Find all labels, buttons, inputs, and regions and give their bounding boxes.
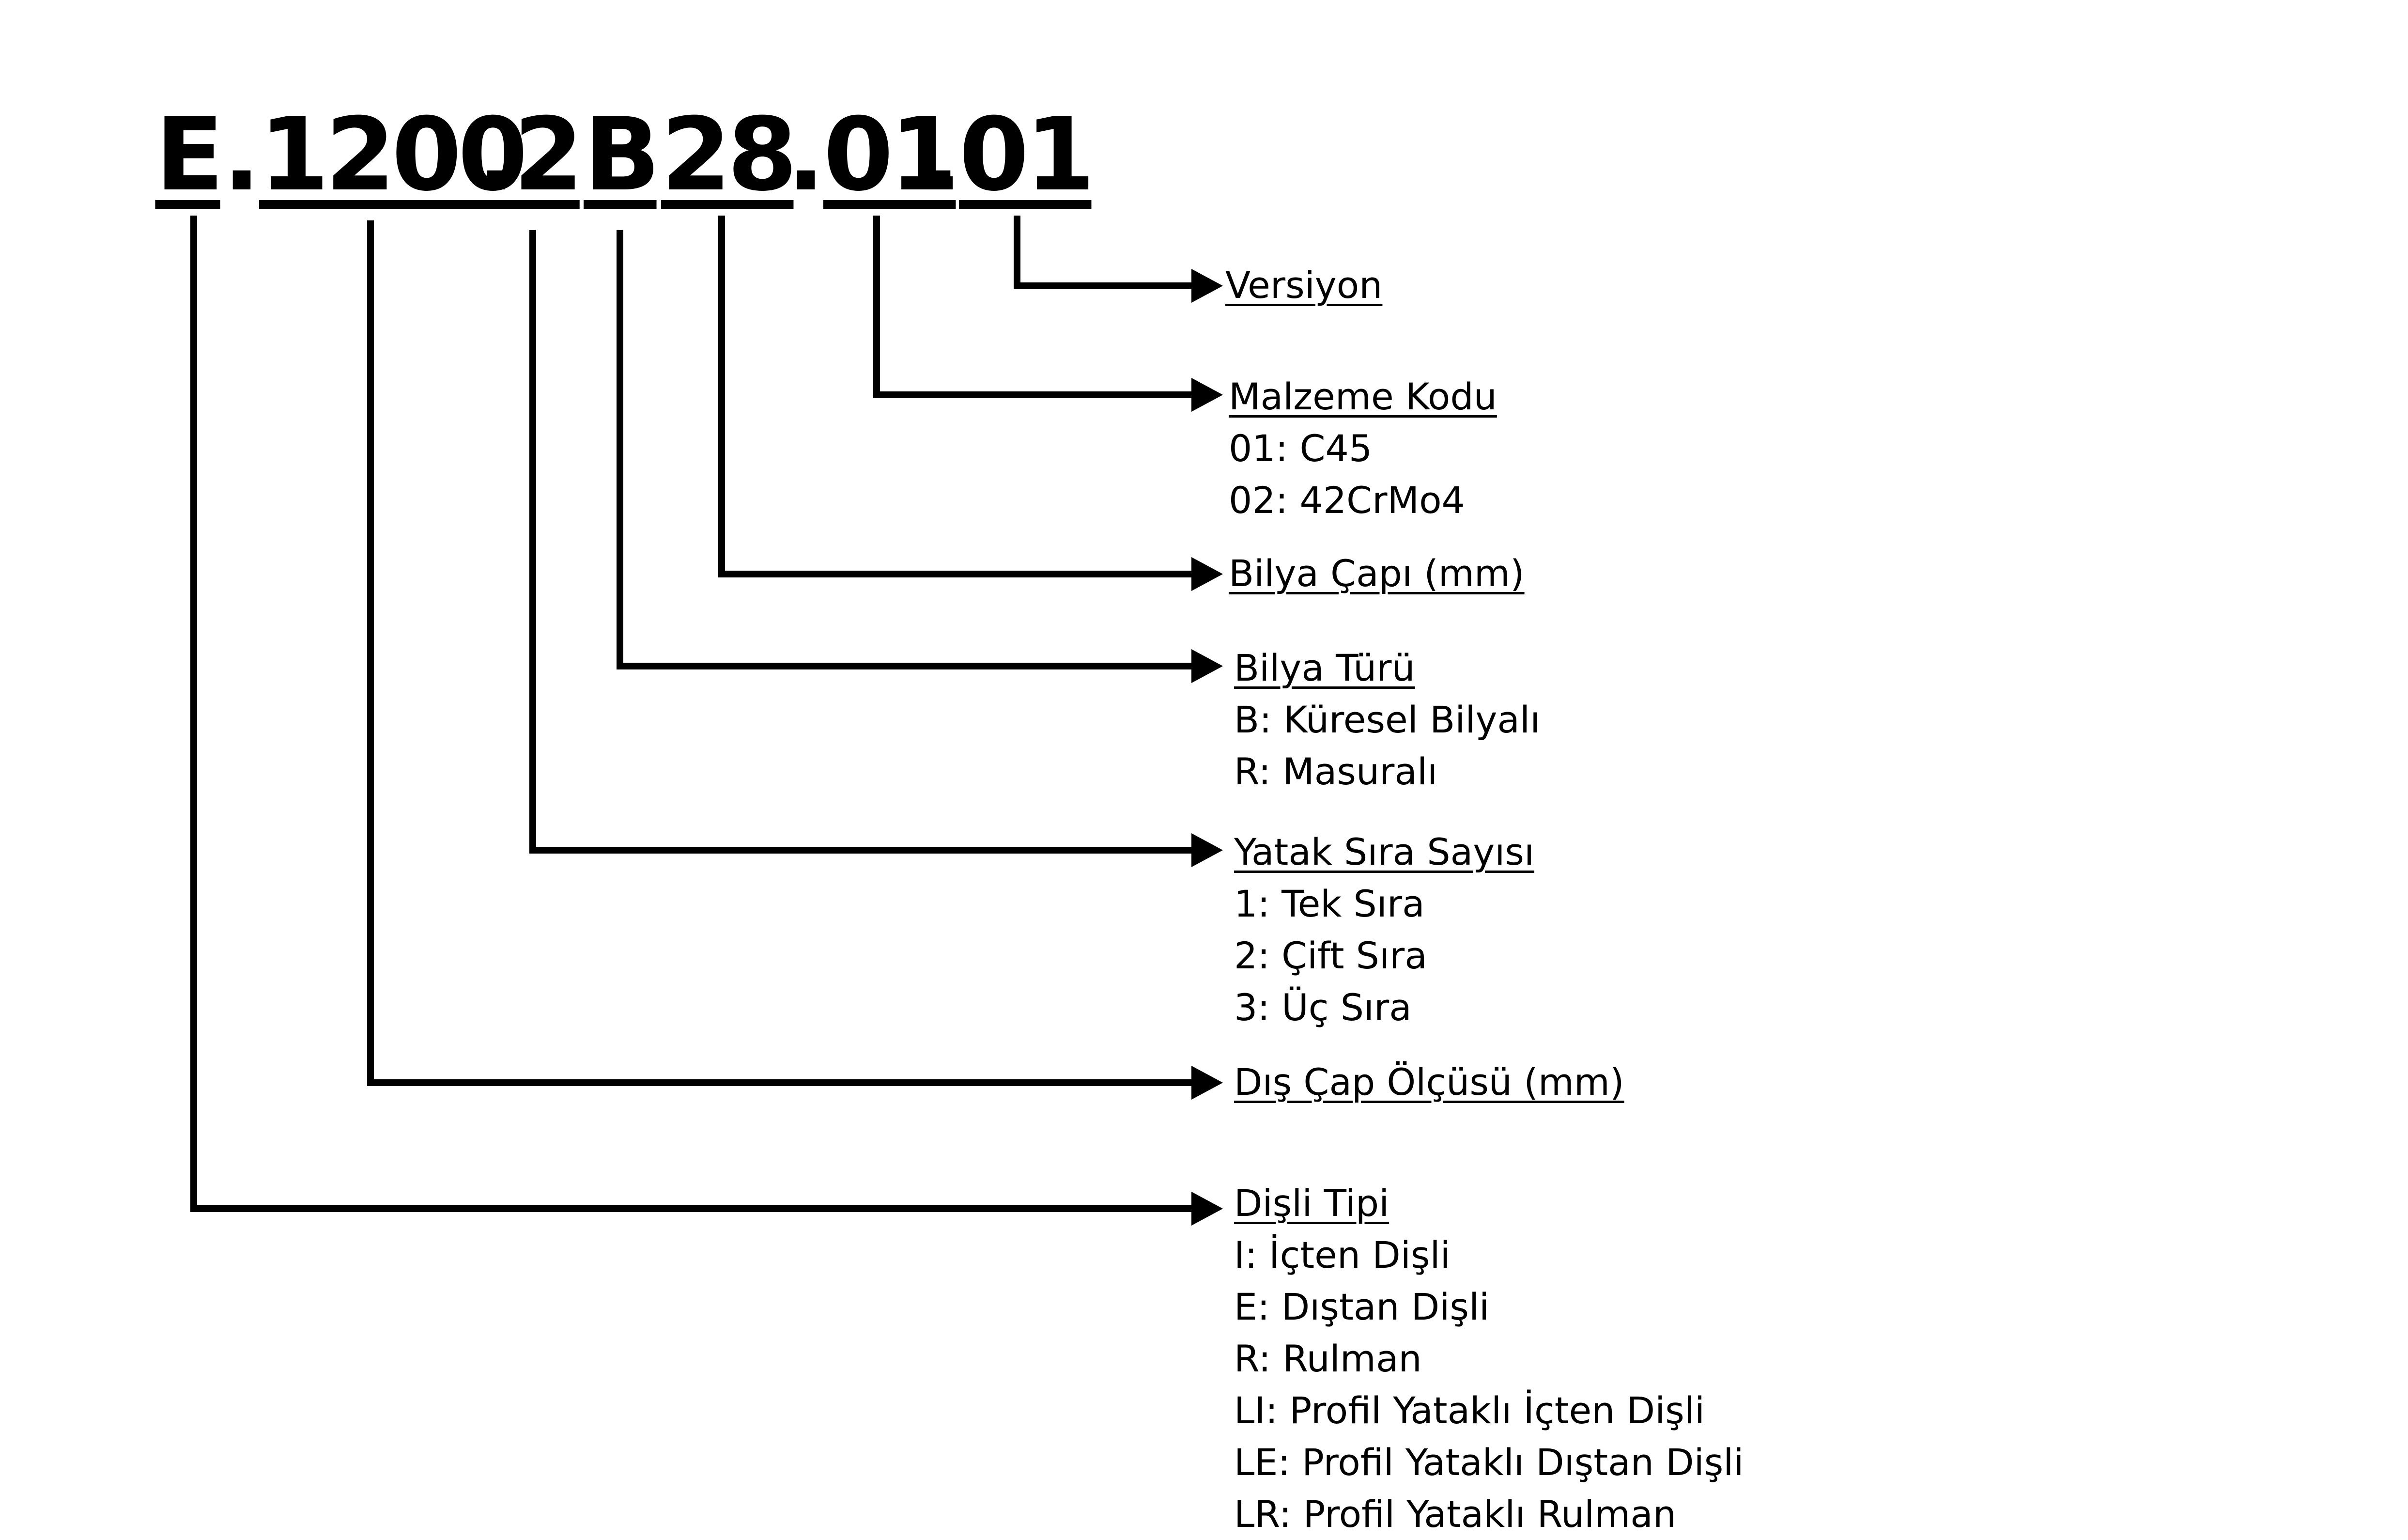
label-option: 2: Çift Sıra	[1234, 934, 1427, 977]
label-option: LE: Profil Yataklı Dıştan Dişli	[1234, 1441, 1744, 1484]
label-option: 1: Tek Sıra	[1234, 882, 1425, 925]
label-row-count: Yatak Sıra Sayısı 1: Tek Sıra 2: Çift Sı…	[1234, 826, 1534, 1033]
code-segment-row-count: 2	[513, 96, 584, 214]
code-segment-ball-type: B	[584, 96, 661, 214]
label-ball-diameter: Bilya Çapı (mm)	[1229, 547, 1525, 599]
label-option: E: Dıştan Dişli	[1234, 1285, 1490, 1328]
label-version: Versiyon	[1225, 259, 1382, 311]
label-option: LI: Profil Yataklı İçten Dişli	[1234, 1389, 1705, 1432]
connector-version	[1014, 216, 1199, 289]
label-title: Malzeme Kodu	[1229, 375, 1497, 418]
code-separator: .	[477, 96, 515, 214]
code-separator: .	[222, 96, 261, 214]
connector-material	[873, 216, 1199, 398]
connector-ball-type	[617, 230, 1199, 669]
label-outer-diameter: Dış Çap Ölçüsü (mm)	[1234, 1056, 1624, 1108]
arrowhead-ball-diameter	[1191, 557, 1223, 591]
label-option: R: Masuralı	[1234, 750, 1438, 793]
arrowhead-ball-type	[1191, 649, 1223, 683]
arrowhead-diameter	[1191, 1066, 1223, 1100]
code-segment-ball-diameter: 28	[661, 96, 797, 214]
label-option: B: Küresel Bilyalı	[1234, 698, 1541, 741]
label-option: 02: 42CrMo4	[1229, 479, 1465, 522]
connector-diameter	[367, 220, 1199, 1086]
label-material-code: Malzeme Kodu 01: C45 02: 42CrMo4	[1229, 371, 1497, 526]
connector-ball-diameter	[718, 216, 1199, 577]
label-title: Versiyon	[1225, 264, 1383, 307]
code-separator: .	[922, 96, 960, 214]
arrowhead-row-count	[1191, 833, 1223, 867]
label-option: 01: C45	[1229, 427, 1373, 470]
label-title: Bilya Çapı (mm)	[1229, 552, 1525, 595]
label-title: Dişli Tipi	[1234, 1182, 1389, 1225]
arrowhead-type	[1191, 1192, 1223, 1226]
code-separator: .	[787, 96, 825, 214]
connector-type	[190, 216, 1199, 1212]
label-title: Dış Çap Ölçüsü (mm)	[1234, 1060, 1624, 1104]
label-ball-type: Bilya Türü B: Küresel Bilyalı R: Masural…	[1234, 642, 1540, 797]
label-title: Bilya Türü	[1234, 646, 1415, 689]
label-option: I: İçten Dişli	[1234, 1233, 1451, 1276]
arrowhead-version	[1191, 269, 1223, 303]
label-option: LR: Profil Yataklı Rulman	[1234, 1493, 1677, 1536]
label-option: 3: Üç Sıra	[1234, 986, 1412, 1029]
label-title: Yatak Sıra Sayısı	[1234, 830, 1535, 873]
code-segment-type: E	[155, 96, 224, 214]
arrowhead-material	[1191, 378, 1223, 412]
label-option: R: Rulman	[1234, 1337, 1422, 1380]
label-gear-type: Dişli Tipi I: İçten Dişli E: Dıştan Dişl…	[1234, 1177, 1744, 1540]
connector-row-count	[529, 230, 1199, 854]
